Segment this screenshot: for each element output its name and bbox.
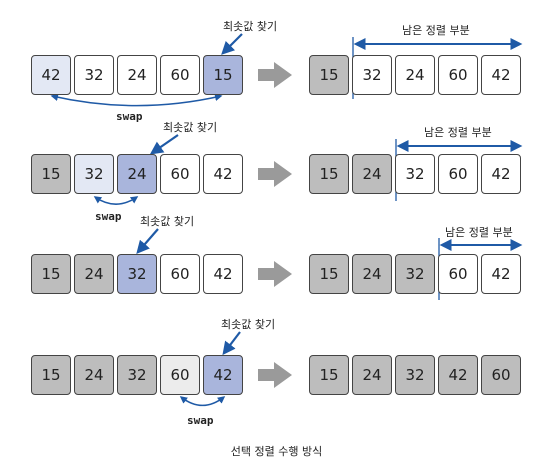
remaining-sort-label: 남은 정렬 부분 [445, 226, 513, 239]
swap-curve-arrow [179, 396, 226, 407]
min-pointer-arrow [222, 331, 241, 356]
array-cell: 15 [309, 55, 349, 95]
array-cell: 60 [160, 254, 200, 294]
array-cell: 15 [31, 355, 71, 395]
min-pointer-arrow [149, 134, 179, 155]
array-cell: 24 [395, 55, 435, 95]
array-cell: 15 [31, 154, 71, 194]
array-cell: 24 [117, 55, 157, 95]
array-cell: 24 [74, 355, 114, 395]
array-cell: 15 [203, 55, 243, 95]
min-find-label: 최솟값 찾기 [140, 215, 195, 228]
array-cell: 42 [203, 154, 243, 194]
array-cell: 24 [74, 254, 114, 294]
array-cell: 24 [352, 355, 392, 395]
swap-label: swap [116, 110, 143, 123]
array-cell: 32 [395, 254, 435, 294]
remaining-sort-label: 남은 정렬 부분 [424, 126, 492, 139]
swap-label: swap [187, 414, 214, 427]
array-cell: 42 [438, 355, 478, 395]
array-cell: 60 [160, 355, 200, 395]
process-arrow [258, 261, 292, 287]
array-cell: 32 [352, 55, 392, 95]
array-cell: 42 [481, 254, 521, 294]
array-cell: 24 [352, 254, 392, 294]
array-cell: 42 [481, 55, 521, 95]
array-cell: 42 [481, 154, 521, 194]
min-find-label: 최솟값 찾기 [163, 121, 218, 134]
array-cell: 60 [438, 55, 478, 95]
array-cell: 32 [117, 355, 157, 395]
process-arrow [258, 161, 292, 187]
array-cell: 60 [160, 55, 200, 95]
swap-curve-arrow [93, 196, 139, 205]
array-cell: 15 [309, 254, 349, 294]
array-cell: 15 [309, 355, 349, 395]
array-cell: 60 [438, 254, 478, 294]
min-pointer-arrow [136, 228, 159, 254]
array-cell: 32 [395, 154, 435, 194]
array-cell: 60 [481, 355, 521, 395]
array-cell: 24 [352, 154, 392, 194]
array-cell: 24 [117, 154, 157, 194]
array-cell: 42 [203, 355, 243, 395]
remaining-sort-label: 남은 정렬 부분 [402, 24, 470, 37]
min-find-label: 최솟값 찾기 [221, 318, 276, 331]
min-pointer-arrow [221, 33, 243, 55]
process-arrow [258, 362, 292, 388]
array-cell: 42 [31, 55, 71, 95]
process-arrow [258, 62, 292, 88]
array-cell: 15 [31, 254, 71, 294]
array-cell: 32 [74, 55, 114, 95]
swap-curve-arrow [50, 93, 223, 107]
min-find-label: 최솟값 찾기 [223, 20, 278, 33]
array-cell: 32 [74, 154, 114, 194]
array-cell: 32 [395, 355, 435, 395]
swap-label: swap [95, 210, 122, 223]
array-cell: 60 [438, 154, 478, 194]
diagram-caption: 선택 정렬 수행 방식 [230, 445, 323, 458]
array-cell: 60 [160, 154, 200, 194]
array-cell: 32 [117, 254, 157, 294]
array-cell: 15 [309, 154, 349, 194]
array-cell: 42 [203, 254, 243, 294]
